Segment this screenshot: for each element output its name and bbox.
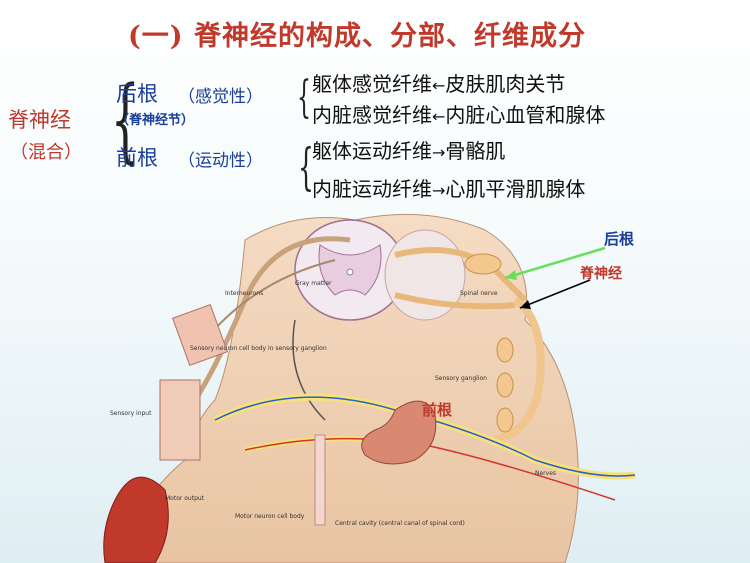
label-central-cavity: Central cavity (central canal of spinal … [335, 520, 465, 527]
central-canal [346, 268, 354, 276]
green-arrow [504, 246, 606, 280]
body-silhouette [124, 213, 579, 563]
arrow-right-icon: → [432, 181, 446, 200]
dorsal-root-type: （感觉性） [178, 87, 263, 107]
label-sensory-input: Sensory input [110, 410, 152, 417]
fiber-row-4: 内脏运动纤维→心肌平滑肌腺体 [312, 173, 585, 202]
fiber-row-2: 内脏感觉纤维←内脏心血管和腺体 [312, 99, 605, 128]
ganglion-label: （脊神经节） [116, 113, 195, 128]
fiber-target: 心肌平滑肌腺体 [445, 177, 586, 201]
fiber-target: 骨骼肌 [445, 139, 506, 163]
fiber-name: 内脏运动纤维 [312, 177, 432, 201]
annot-ventral-root: 前根 [422, 401, 453, 419]
fiber-row-1: 躯体感觉纤维←皮肤肌肉关节 [312, 68, 565, 97]
mixed-label: （混合） [10, 142, 82, 163]
label-gray-matter: Gray matter [295, 280, 332, 287]
annot-spinal-nerve: 脊神经 [580, 266, 622, 282]
black-arrow [519, 279, 591, 309]
label-interneuron: Interneurons [225, 290, 263, 297]
spinal-nerve-label: 脊神经 [8, 108, 71, 132]
annot-dorsal-root: 后根 [604, 230, 635, 248]
label-sensory-neuron: Sensory neuron cell body in sensory gang… [190, 345, 327, 352]
fiber-target: 内脏心血管和腺体 [445, 103, 606, 127]
muscle [103, 476, 169, 563]
arrow-left-icon: ← [432, 107, 446, 126]
label-motor-neuron: Motor neuron cell body [235, 513, 305, 520]
left-brace: { [110, 66, 140, 173]
fiber-row-3: 躯体运动纤维→骨骼肌 [312, 135, 505, 164]
fiber-target: 皮肤肌肉关节 [445, 72, 566, 96]
label-sensory-ganglion: Sensory ganglion [435, 375, 487, 382]
dorsal-brace: { [297, 72, 311, 123]
dorsal-root-label: 后根 [116, 82, 158, 106]
fiber-name: 躯体感觉纤维 [312, 72, 432, 96]
label-nerves: Nerves [535, 470, 556, 477]
ventral-root-label: 前根 [116, 146, 158, 170]
stomach [361, 400, 437, 465]
ventral-root-path [394, 292, 516, 310]
ventral-root-type: （运动性） [178, 151, 263, 171]
label-spinal-nerve-small: Spinal nerve [460, 290, 498, 297]
arrow-right-icon: → [432, 143, 446, 162]
ventral-brace: { [297, 138, 314, 196]
label-motor-output: Motor output [165, 495, 205, 502]
spinal-nerve-path [493, 296, 545, 444]
fiber-name: 躯体运动纤维 [312, 139, 432, 163]
spinal-cord-diagram: Interneurons Sensory neuron cell body in… [103, 213, 636, 563]
arrow-left-icon: ← [432, 76, 446, 95]
dorsal-ganglion [464, 253, 502, 275]
page-title: (一) 脊神经的构成、分部、纤维成分 [128, 21, 586, 52]
fiber-name: 内脏感觉纤维 [312, 103, 432, 127]
